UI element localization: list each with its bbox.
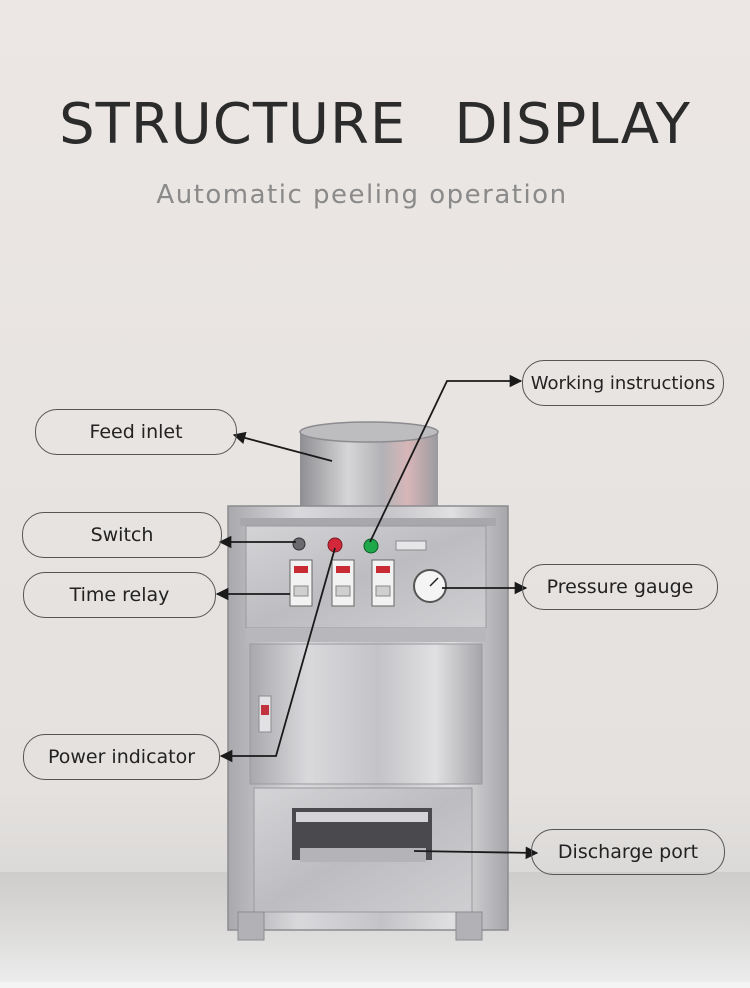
time-relay-1 (289, 559, 313, 607)
nameplate (395, 540, 427, 551)
label-pressure-gauge: Pressure gauge (522, 564, 718, 610)
label-power-indicator: Power indicator (23, 734, 220, 780)
label-time-relay: Time relay (23, 572, 216, 618)
switch-knob-icon (292, 537, 306, 551)
power-indicator-arrow (219, 547, 336, 763)
title-word-display: DISPLAY (454, 92, 691, 157)
red-indicator-icon (327, 537, 343, 553)
pressure-gauge-icon (413, 569, 447, 603)
callout-lines (215, 374, 539, 860)
feed-inlet-arrow (232, 431, 333, 462)
label-discharge-port: Discharge port (531, 829, 725, 875)
machine-body (227, 505, 509, 941)
control-panel (289, 537, 447, 607)
time-relay-3 (371, 559, 395, 607)
page-subtitle: Automatic peeling operation (156, 180, 568, 210)
title-word-structure: STRUCTURE (59, 92, 407, 157)
page-title: STRUCTURE DISPLAY (0, 92, 750, 157)
working-instructions-arrow (369, 374, 523, 543)
feed-drum (299, 421, 439, 512)
label-switch: Switch (22, 512, 222, 558)
time-relay-2 (331, 559, 355, 607)
label-working-instructions: Working instructions (522, 360, 724, 406)
discharge-port-arrow (413, 846, 539, 860)
label-feed-inlet: Feed inlet (35, 409, 237, 455)
